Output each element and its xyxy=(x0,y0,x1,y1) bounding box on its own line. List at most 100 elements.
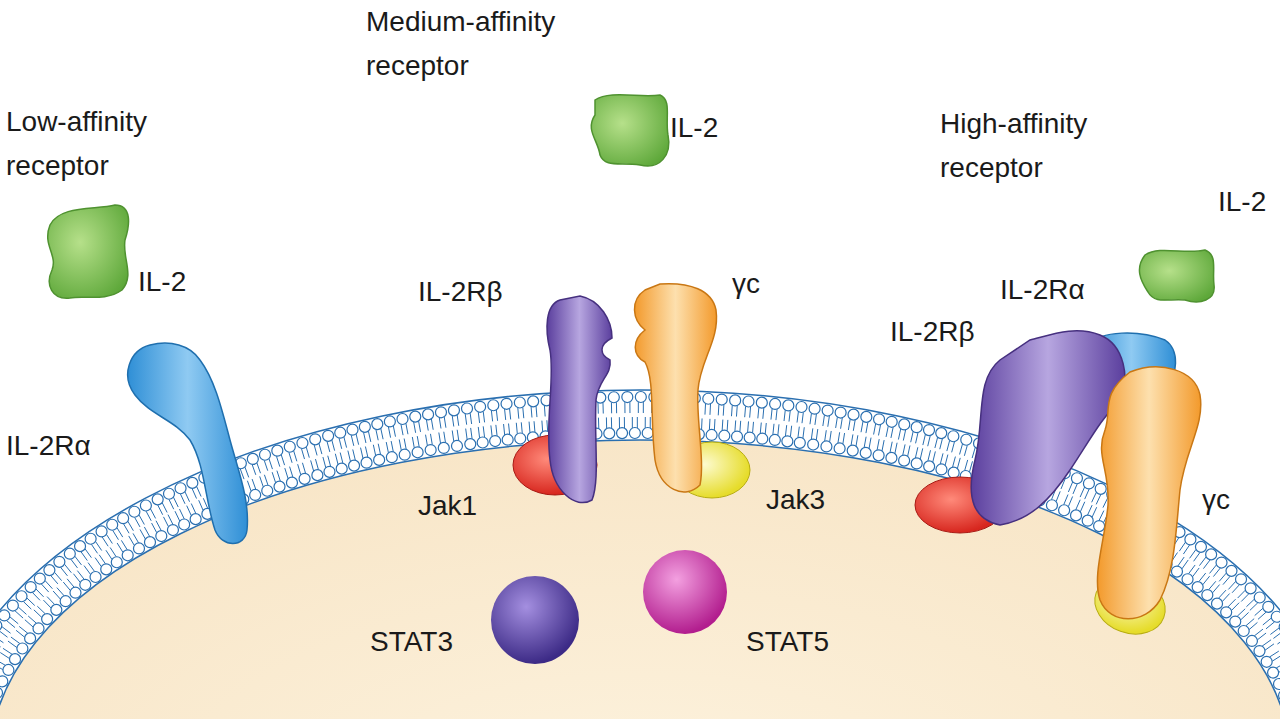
lipid-tail xyxy=(825,430,827,441)
lipid-tail xyxy=(1263,618,1272,625)
lipid-tail xyxy=(957,458,960,469)
lipid-head xyxy=(312,470,323,481)
lipid-head xyxy=(297,437,308,448)
lipid-head xyxy=(462,403,473,414)
lipid-head xyxy=(629,428,640,439)
lipid-tail xyxy=(848,419,850,430)
lipid-head xyxy=(190,514,201,525)
lipid-tail xyxy=(1056,491,1060,501)
lipid-head xyxy=(336,463,347,474)
lipid-tail xyxy=(281,455,284,465)
lipid-head xyxy=(156,531,167,542)
lipid-tail xyxy=(91,544,97,553)
component-label: Low-affinity receptor xyxy=(6,100,186,188)
lipid-tail xyxy=(947,440,950,451)
lipid-head xyxy=(608,392,619,403)
lipid-head xyxy=(1279,690,1280,701)
lipid-tail xyxy=(129,536,135,545)
lipid-tail xyxy=(816,429,817,440)
lipid-tail xyxy=(645,417,646,428)
lipid-tail xyxy=(638,402,639,413)
lipid-tail xyxy=(106,550,112,559)
lipid-tail xyxy=(285,468,288,479)
lipid-tail xyxy=(632,417,633,428)
lipid-tail xyxy=(37,606,45,614)
lipid-tail xyxy=(152,523,157,533)
lipid-tail xyxy=(798,427,799,438)
lipid-head xyxy=(1195,541,1206,552)
lipid-tail xyxy=(150,509,155,519)
lipid-tail xyxy=(1276,663,1280,668)
lipid-head xyxy=(822,405,833,416)
lipid-tail xyxy=(1092,492,1097,502)
lipid-tail xyxy=(1076,500,1080,510)
lipid-tail xyxy=(718,404,720,415)
lipid-tail xyxy=(55,572,62,580)
lipid-tail xyxy=(505,409,506,420)
lipid-tail xyxy=(32,592,40,600)
lipid-tail xyxy=(1219,573,1226,581)
lipid-head xyxy=(435,407,446,418)
lipid-tail xyxy=(886,426,888,437)
lipid-tail xyxy=(752,422,754,433)
lipid-head xyxy=(374,454,385,465)
lipid-head xyxy=(514,397,525,408)
lipid-tail xyxy=(426,420,428,431)
lipid-head xyxy=(425,445,436,456)
lipid-tail xyxy=(401,424,403,435)
lipid-tail xyxy=(828,416,830,427)
lipid-tail xyxy=(650,417,651,428)
lipid-head xyxy=(1082,515,1093,526)
lipid-head xyxy=(423,409,434,420)
lipid-tail xyxy=(915,447,917,458)
lipid-tail xyxy=(404,439,406,450)
lipid-head xyxy=(451,440,462,451)
lipid-tail xyxy=(521,422,522,433)
lipid-tail xyxy=(546,420,548,431)
lipid-head xyxy=(1202,590,1213,601)
lipid-tail xyxy=(185,492,190,502)
lipid-tail xyxy=(1199,573,1206,582)
lipid-tail xyxy=(771,409,772,420)
lipid-tail xyxy=(1254,629,1263,636)
lipid-head xyxy=(821,441,832,452)
lipid-tail xyxy=(388,427,390,438)
lipid-head xyxy=(0,687,3,698)
lipid-head xyxy=(42,614,53,625)
lipid-tail xyxy=(616,402,617,413)
lipid-tail xyxy=(789,411,790,422)
lipid-tail xyxy=(260,476,264,486)
lipid-head xyxy=(335,427,346,438)
lipid-head xyxy=(860,447,871,458)
lipid-tail xyxy=(34,610,42,618)
lipid-tail xyxy=(306,447,309,458)
lipid-tail xyxy=(1228,581,1235,589)
lipid-head xyxy=(757,433,768,444)
lipid-tail xyxy=(88,563,95,572)
lipid-tail xyxy=(940,453,943,464)
lipid-tail xyxy=(945,455,948,466)
lipid-tail xyxy=(439,418,441,429)
lipid-tail xyxy=(252,464,256,474)
lipid-tail xyxy=(1272,655,1280,661)
lipid-head xyxy=(64,548,75,559)
lipid-head xyxy=(80,579,91,590)
il2r-alpha-chain xyxy=(128,343,248,543)
lipid-tail xyxy=(1085,489,1089,499)
lipid-tail xyxy=(431,419,433,430)
lipid-tail xyxy=(874,424,876,435)
lipid-tail xyxy=(169,499,174,509)
lipid-tail xyxy=(430,434,432,445)
lipid-tail xyxy=(302,463,305,474)
lipid-tail xyxy=(518,408,519,419)
lipid-tail xyxy=(323,457,326,468)
lipid-tail xyxy=(911,432,913,443)
lipid-tail xyxy=(920,448,922,459)
lipid-head xyxy=(848,409,859,420)
lipid-tail xyxy=(898,429,900,440)
lipid-tail xyxy=(290,467,293,478)
lipid-tail xyxy=(110,547,116,556)
lipid-head xyxy=(33,623,44,634)
lipid-tail xyxy=(0,631,8,638)
